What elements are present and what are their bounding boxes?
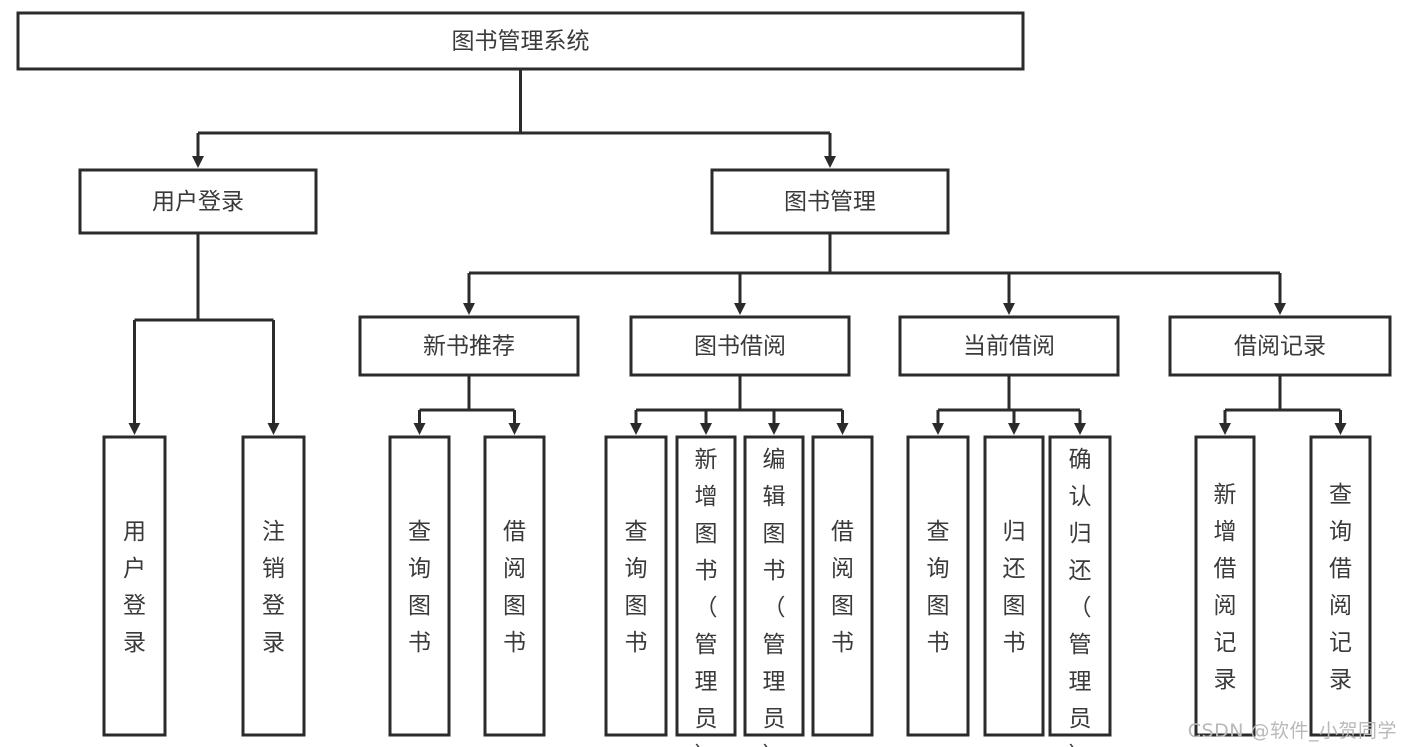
- node-box: [604, 435, 668, 737]
- node-box: [710, 168, 950, 235]
- node-box: [898, 315, 1120, 377]
- node-label: 图书管理系统: [452, 29, 590, 55]
- node-current-borrow[interactable]: 当前借阅: [898, 315, 1120, 377]
- node-leaf-confirm-return[interactable]: 确认归还（管理员）: [1048, 435, 1112, 747]
- node-label: 当前借阅: [963, 334, 1055, 360]
- node-box: [388, 435, 451, 737]
- edges-layer: [128, 69, 1347, 435]
- node-book-manage[interactable]: 图书管理: [710, 168, 950, 235]
- node-new-book-recommend[interactable]: 新书推荐: [358, 315, 580, 377]
- node-leaf-add-borrow-record[interactable]: 新增借阅记录: [1194, 435, 1256, 737]
- node-box: [743, 435, 805, 737]
- node-leaf-borrow-book[interactable]: 借阅图书: [811, 435, 874, 737]
- node-label: 查询图书: [408, 519, 431, 656]
- node-leaf-return-book[interactable]: 归还图书: [983, 435, 1045, 737]
- node-box: [16, 11, 1025, 71]
- node-label: 查询图书: [927, 519, 950, 656]
- node-user-login[interactable]: 用户登录: [78, 168, 318, 235]
- nodes-layer: 图书管理系统用户登录图书管理新书推荐图书借阅当前借阅借阅记录用户登录注销登录查询…: [16, 11, 1392, 747]
- node-label: 查询图书: [625, 519, 648, 656]
- node-leaf-edit-book[interactable]: 编辑图书（管理员）: [743, 435, 805, 747]
- node-label: 新增借阅记录: [1214, 482, 1237, 693]
- node-box: [906, 435, 970, 737]
- node-box: [241, 435, 306, 737]
- node-label: 图书管理: [784, 189, 876, 215]
- node-leaf-query-book-borrow[interactable]: 查询图书: [604, 435, 668, 737]
- node-label: 新书推荐: [423, 334, 515, 360]
- node-leaf-query-book-recommend[interactable]: 查询图书: [388, 435, 451, 737]
- node-leaf-borrow-book-recommend[interactable]: 借阅图书: [483, 435, 546, 737]
- node-box: [483, 435, 546, 737]
- node-box: [675, 435, 737, 737]
- node-box: [358, 315, 580, 377]
- node-label: 借阅记录: [1234, 334, 1326, 360]
- node-label: 编辑图书（管理员）: [763, 447, 786, 747]
- node-leaf-query-book-current[interactable]: 查询图书: [906, 435, 970, 737]
- node-label: 注销登录: [262, 519, 285, 656]
- node-label: 借阅图书: [831, 519, 854, 656]
- node-label: 用户登录: [123, 519, 146, 656]
- node-box: [102, 435, 167, 737]
- node-leaf-add-book[interactable]: 新增图书（管理员）: [675, 435, 737, 747]
- node-leaf-query-borrow-record[interactable]: 查询借阅记录: [1309, 435, 1372, 737]
- node-label: 归还图书: [1003, 519, 1026, 656]
- node-box: [1168, 315, 1392, 377]
- node-box: [811, 435, 874, 737]
- node-label: 用户登录: [152, 189, 244, 215]
- node-label: 图书借阅: [694, 334, 786, 360]
- node-borrow-record[interactable]: 借阅记录: [1168, 315, 1392, 377]
- node-leaf-user-login[interactable]: 用户登录: [102, 435, 167, 737]
- node-box: [1194, 435, 1256, 737]
- node-leaf-logout[interactable]: 注销登录: [241, 435, 306, 737]
- node-box: [1309, 435, 1372, 737]
- node-label: 借阅图书: [503, 519, 526, 656]
- node-root[interactable]: 图书管理系统: [16, 11, 1025, 71]
- node-box: [1048, 435, 1112, 737]
- node-book-borrow[interactable]: 图书借阅: [629, 315, 851, 377]
- node-box: [983, 435, 1045, 737]
- node-box: [629, 315, 851, 377]
- node-label: 查询借阅记录: [1329, 482, 1352, 693]
- node-label: 新增图书（管理员）: [695, 447, 718, 747]
- node-box: [78, 168, 318, 235]
- node-label: 确认归还（管理员）: [1069, 447, 1092, 747]
